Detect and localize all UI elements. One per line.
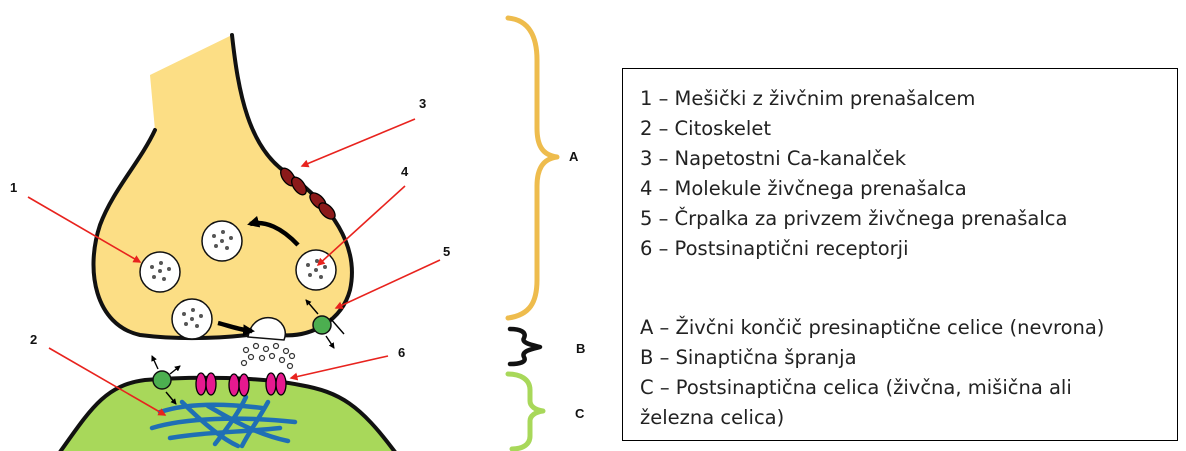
legend-item-6: 6 – Postsinaptični receptorji [640,237,909,260]
vesicle [139,251,181,293]
legend-section-c: C – Postsinaptična celica (živčna, mišič… [640,376,1072,399]
pointer-arrow-4 [316,185,406,267]
exocytosis-arrow [217,320,255,337]
brace-b [507,326,543,367]
legend-section-b: B – Sinaptična špranja [640,346,857,369]
section-label-a: A [569,149,579,164]
section-label-b: B [576,341,585,356]
cytoskeleton [149,394,298,449]
postsynaptic-membrane [58,375,397,451]
legend-section-c-continued: železna celica) [640,406,785,429]
reuptake-pump [305,299,345,349]
pointer-arrow-5 [334,259,441,309]
postsynaptic-receptor [265,372,287,396]
legend-section-a: A – Živčni končič presinaptične celice (… [640,316,1105,339]
label-4: 4 [401,164,409,179]
label-6: 6 [398,345,405,360]
legend-item-2: 2 – Citoskelet [640,117,771,140]
vesicle-transport-arrow [247,215,300,247]
reuptake-pump [151,355,181,405]
legend-box: 1 – Mešički z živčnim prenašalcem 2 – Ci… [622,68,1178,441]
legend-item-1: 1 – Mešički z živčnim prenašalcem [640,87,976,110]
brace-c [505,371,546,451]
ca-channel [280,167,307,196]
label-3: 3 [419,96,426,111]
label-2: 2 [30,332,37,347]
pointer-arrow-2 [48,347,167,416]
pointer-arrow-1 [27,196,142,263]
postsynaptic-cell [60,377,395,451]
postsynaptic-receptor [228,373,250,397]
label-5: 5 [443,244,450,259]
label-1: 1 [10,180,17,195]
vesicle [201,220,243,262]
pointer-arrow-6 [289,355,389,381]
postsynaptic-receptor [195,372,217,396]
vesicle [171,298,213,340]
section-label-c: C [575,406,585,421]
legend-item-4: 4 – Molekule živčnega prenašalca [640,177,967,200]
neurotransmitter-molecules [240,342,296,370]
presynaptic-terminal [93,35,352,339]
legend-item-3: 3 – Napetostni Ca-kanalček [640,147,907,170]
pointer-arrow-3 [300,118,416,168]
brace-a [505,15,560,321]
legend-item-5: 5 – Črpalka za privzem živčnega prenašal… [640,207,1068,230]
vesicle [295,249,337,291]
ca-channel [309,192,336,220]
